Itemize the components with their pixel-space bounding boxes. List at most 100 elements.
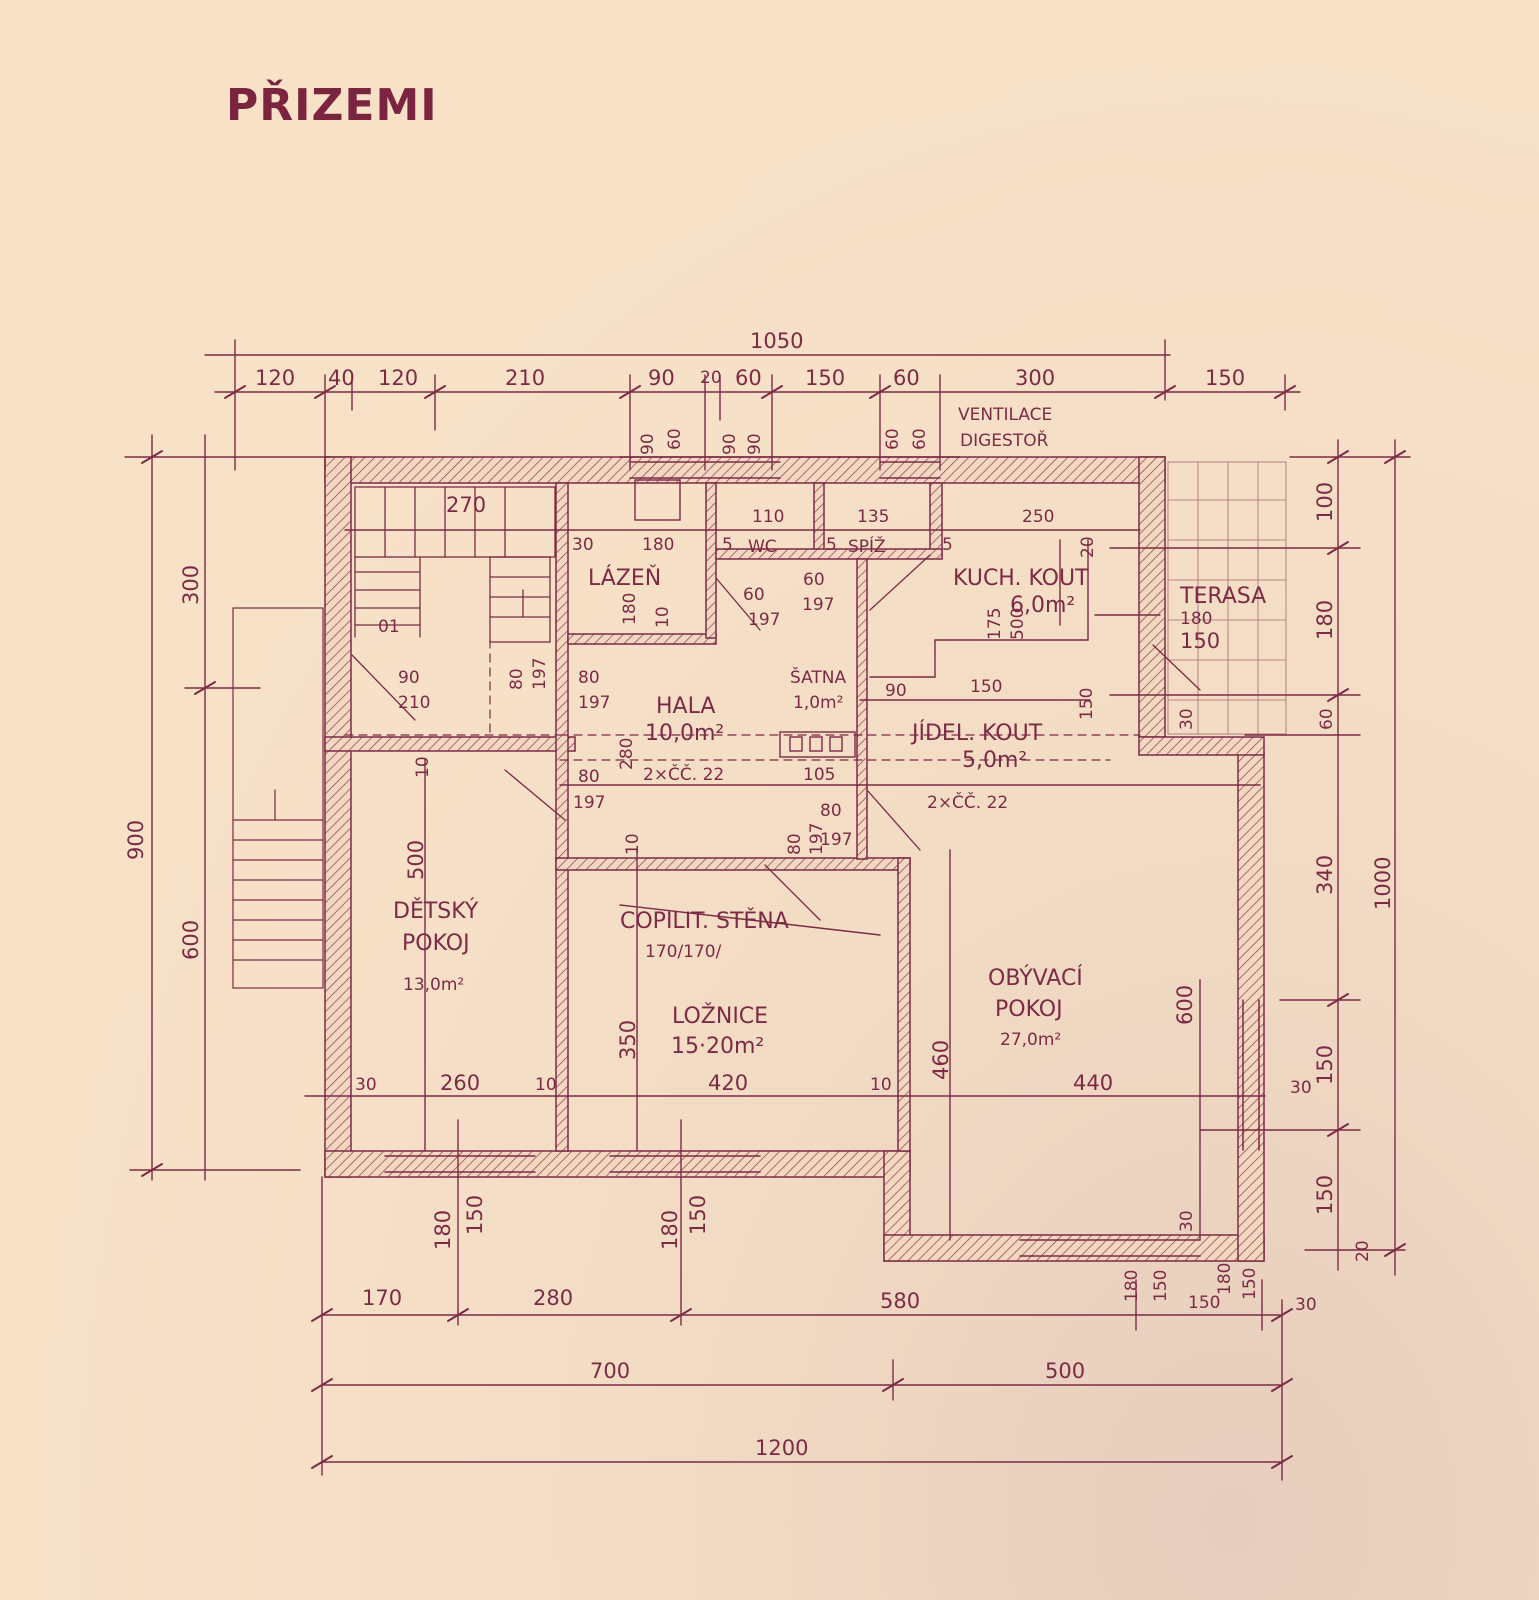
dim-inner: 01: [378, 617, 400, 637]
dim-top-seg: 150: [1205, 366, 1245, 390]
dim-inner: 10: [413, 756, 433, 778]
dim-inner: 80: [507, 668, 527, 690]
dim-inner: 280: [617, 738, 637, 770]
dim-window: 90: [745, 433, 765, 455]
dim-top-seg: 90: [648, 366, 675, 390]
dim-top-seg: 120: [255, 366, 295, 390]
dim-inner: 180: [620, 593, 640, 625]
dim-inner: 440: [1073, 1071, 1113, 1095]
interior-dimensions: 270 30 180 110 135 250 5 5 5 20 60 197 6…: [355, 493, 1312, 1232]
dim-top-seg: 60: [735, 366, 762, 390]
dim-window: 90: [638, 433, 658, 455]
dim-top-seg: 60: [893, 366, 920, 390]
dim-inner: 10: [535, 1075, 557, 1095]
dim-inner: 5: [826, 535, 837, 555]
note-copilit: COPILIT. STĚNA: [620, 908, 789, 934]
dim-bottom-seg: 30: [1295, 1295, 1317, 1315]
dim-bottom-seg: 580: [880, 1289, 920, 1313]
dim-inner: 30: [1177, 1210, 1197, 1232]
dim-inner: 10: [653, 606, 673, 628]
dim-top-seg: 150: [805, 366, 845, 390]
dim-inner: 135: [857, 507, 889, 527]
dim-inner: 500: [404, 840, 428, 880]
room-spiz: SPÍŽ: [848, 535, 886, 557]
dim-window: 60: [910, 428, 930, 450]
room-kuch-area: 6,0m²: [1010, 593, 1075, 618]
dim-inner: 197: [748, 610, 780, 630]
dim-right-seg: 180: [1313, 600, 1337, 640]
dim-right-seg: 340: [1313, 855, 1337, 895]
dim-inner: 350: [616, 1020, 640, 1060]
dim-top-seg: 300: [1015, 366, 1055, 390]
dim-inner: 197: [530, 658, 550, 690]
annotations: VENTILACE DIGESTOŘ COPILIT. STĚNA 170/17…: [620, 405, 1052, 962]
dim-inner: 30: [355, 1075, 377, 1095]
dim-inner: 420: [708, 1071, 748, 1095]
dim-right-seg: 150: [1313, 1045, 1337, 1085]
room-obyvaci-2: POKOJ: [995, 997, 1063, 1022]
dim-inner: 30: [1290, 1078, 1312, 1098]
room-detsky-2: POKOJ: [402, 931, 470, 956]
dim-inner: 60: [743, 585, 765, 605]
dim-right-seg: 60: [1317, 708, 1337, 730]
dim-top-seg: 40: [328, 366, 355, 390]
dim-inner: 180: [1180, 609, 1212, 629]
dim-right-seg: 150: [1313, 1175, 1337, 1215]
note-cc1: 2×ČČ. 22: [643, 763, 724, 785]
room-jidel-area: 5,0m²: [962, 748, 1027, 773]
room-obyvaci-1: OBÝVACÍ: [988, 965, 1083, 991]
dim-inner: 180: [642, 535, 674, 555]
floor-title-text: PŘIZEMI: [226, 80, 438, 131]
dim-inner: 90: [885, 681, 907, 701]
dim-bottom-window: 150: [1240, 1268, 1260, 1300]
floor-title: PŘIZEMI: [226, 80, 438, 131]
door-swings: [351, 554, 1201, 921]
dim-inner: 60: [803, 570, 825, 590]
dim-inner: 175: [985, 608, 1005, 640]
dim-bottom-window: 180: [1215, 1263, 1235, 1295]
dim-bottom-window: 180: [1122, 1270, 1142, 1302]
dim-inner: 150: [1180, 629, 1220, 653]
room-labels: LÁZEŇ WC SPÍŽ KUCH. KOUT 6,0m² TERASA ŠA…: [393, 535, 1266, 1059]
dim-inner: 197: [578, 693, 610, 713]
dim-bottom-seg: 170: [362, 1286, 402, 1310]
exterior-stairs: [232, 607, 324, 989]
room-hala: HALA: [656, 694, 715, 719]
dim-window: 60: [665, 428, 685, 450]
dim-top-seg: 210: [505, 366, 545, 390]
dim-top-overall: 1050: [750, 329, 803, 353]
dim-bottom-seg: 280: [533, 1286, 573, 1310]
room-detsky-1: DĚTSKÝ: [393, 898, 479, 924]
dim-inner: 150: [970, 677, 1002, 697]
bottom-dimensions: 180 150 180 150 180 150 150 180 150 170 …: [362, 1195, 1317, 1460]
right-dimensions: 1000 100 180 60 340 150 150 20: [1313, 482, 1395, 1262]
dim-bottom-overall: 1200: [755, 1436, 808, 1460]
dim-inner: 197: [807, 823, 827, 855]
dim-inner: 80: [578, 767, 600, 787]
room-jidel: JÍDEL. KOUT: [910, 720, 1043, 746]
dim-window: 90: [720, 433, 740, 455]
dim-bottom-window: 150: [463, 1195, 487, 1235]
dim-inner: 10: [623, 833, 643, 855]
left-dimensions: 900 300 600: [124, 565, 203, 960]
dim-inner: 80: [785, 833, 805, 855]
room-loznice-area: 15·20m²: [671, 1034, 764, 1059]
room-satna: ŠATNA: [790, 666, 847, 688]
dim-bottom-seg: 700: [590, 1359, 630, 1383]
dim-bottom-window: 150: [1151, 1270, 1171, 1302]
dim-inner: 600: [1173, 985, 1197, 1025]
dim-bottom-window: 150: [1188, 1293, 1220, 1313]
dim-bottom-window: 150: [686, 1195, 710, 1235]
dim-left-upper: 300: [179, 565, 203, 605]
note-digestor: DIGESTOŘ: [960, 429, 1049, 451]
dim-inner: 80: [578, 668, 600, 688]
dim-inner: 105: [803, 765, 835, 785]
dim-bottom-window: 180: [431, 1210, 455, 1250]
dim-inner: 210: [398, 693, 430, 713]
room-detsky-area: 13,0m²: [403, 975, 464, 995]
room-hala-area: 10,0m²: [645, 721, 724, 746]
dashed-lines: [344, 639, 1141, 761]
note-cc2: 2×ČČ. 22: [927, 791, 1008, 813]
